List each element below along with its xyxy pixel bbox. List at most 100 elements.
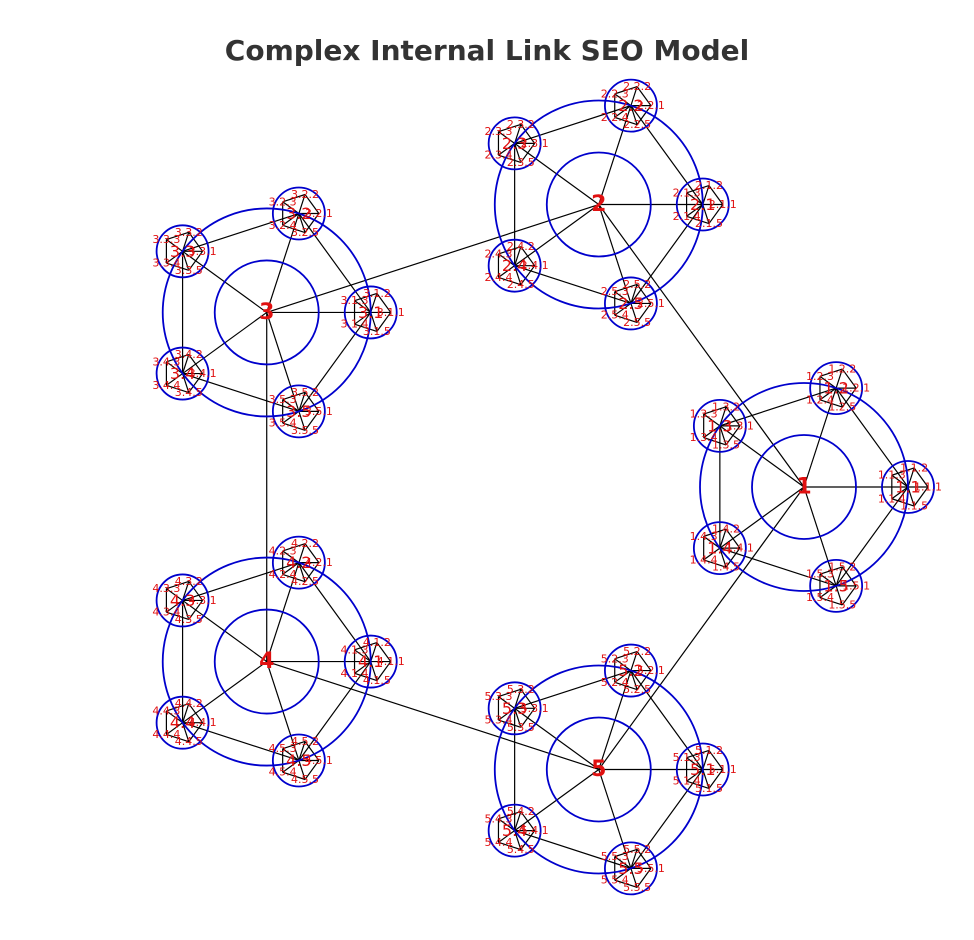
subpage-label: 5.2.2 [623, 645, 651, 658]
page-subpage-edge [182, 232, 190, 252]
page-subpage-edge [835, 387, 843, 408]
page-subpage-edge [182, 354, 190, 374]
subpage-label: 3.3.3 [152, 233, 180, 246]
subpage-label: 2.2.5 [623, 118, 651, 131]
subpage-link-edge [188, 581, 204, 601]
subpage-label: 2.2.4 [601, 111, 629, 124]
subpage-label: 5.2.4 [601, 676, 629, 689]
subpage-label: 3.4.2 [175, 348, 203, 361]
hub-link-edge [266, 203, 599, 313]
subpage-label: 1.1.5 [900, 500, 928, 513]
page-label: 3.2 [286, 204, 311, 223]
page-label: 1.2 [823, 379, 848, 398]
page-subpage-edge [630, 868, 638, 888]
subpage-link-edge [166, 580, 189, 590]
page-link-edge [630, 769, 704, 869]
subpage-label: 2.1.3 [673, 186, 701, 199]
subpage-link-edge [520, 830, 536, 850]
page-subpage-edge [498, 265, 515, 278]
page-subpage-edge [298, 411, 306, 431]
subpage-link-edge [819, 566, 843, 575]
subpage-label: 2.5.3 [601, 285, 629, 298]
subpage-link-edge [304, 562, 320, 583]
page-subpage-edge [702, 204, 710, 224]
page-subpage-edge [354, 300, 372, 313]
subpage-label: 5.4.5 [507, 843, 535, 856]
subpage-link-edge [708, 185, 724, 205]
page-subpage-edge [686, 204, 704, 217]
page-subpage-edge [282, 213, 300, 226]
page-subpage-edge [166, 710, 183, 724]
page-subpage-edge [354, 661, 372, 674]
subpage-label: 4.4.3 [152, 704, 180, 717]
subpage-label: 3.1.2 [363, 287, 391, 300]
hub-label: 5 [591, 757, 606, 782]
page-subpage-edge [182, 600, 190, 620]
subpage-label: 1.2.1 [842, 382, 870, 395]
page-ring [343, 634, 398, 689]
page-subpage-edge [298, 543, 306, 563]
subpage-link-edge [282, 573, 306, 583]
subpage-label: 2.1.4 [673, 210, 701, 223]
subpage-link-edge [725, 425, 741, 446]
page-subpage-edge [166, 588, 183, 601]
subpage-link-edge [304, 543, 320, 564]
page-subpage-edge [282, 410, 300, 424]
page-link-edge [630, 105, 704, 205]
page-subpage-edge [703, 425, 721, 439]
subpage-label: 5.5.3 [601, 850, 629, 863]
subpage-label: 1.2.3 [806, 370, 834, 383]
page-ring [675, 742, 730, 797]
page-subpage-edge [182, 251, 190, 271]
subpage-link-edge [376, 293, 392, 313]
page-ring [809, 559, 864, 613]
page-subpage-edge [498, 696, 515, 709]
subpage-label: 2.3.5 [507, 156, 535, 169]
page-subpage-edge [282, 562, 300, 575]
page-label: 1.4 [707, 539, 732, 558]
subpage-link-edge [636, 651, 652, 671]
subpage-link-edge [188, 600, 204, 620]
page-subpage-edge [514, 708, 522, 728]
subpage-label: 5.5.5 [623, 881, 651, 894]
page-link-edge [514, 105, 632, 144]
subpage-link-edge [498, 841, 522, 851]
subpage-link-edge [376, 312, 392, 332]
subpage-link-edge [725, 547, 741, 568]
subpage-label: 3.4.4 [152, 379, 180, 392]
page-link-edge [298, 661, 372, 761]
hub-outer-ring [493, 664, 704, 875]
subpage-label: 5.5.1 [637, 862, 665, 875]
subpage-link-edge [498, 154, 522, 163]
page-subpage-edge [614, 105, 632, 118]
subpage-link-edge [354, 672, 378, 682]
subpage-label: 4.2.1 [305, 556, 333, 569]
subpage-link-edge [188, 703, 204, 724]
page-subpage-edge [819, 573, 837, 587]
page-link-edge [182, 212, 300, 252]
page-label: 2.3 [502, 134, 527, 153]
page-subpage-edge [298, 562, 306, 582]
subpage-label: 1.3.5 [712, 438, 740, 451]
subpage-link-edge [188, 354, 204, 374]
page-subpage-edge [719, 425, 727, 446]
subpage-link-edge [304, 410, 320, 431]
page-ring [487, 116, 542, 171]
page-ring [604, 643, 658, 698]
subpage-link-edge [188, 722, 204, 743]
subpage-label: 1.1.3 [878, 469, 906, 482]
page-label: 3.5 [286, 402, 311, 421]
subpage-label: 3.3.5 [175, 264, 203, 277]
page-subpage-edge [819, 375, 837, 389]
subpage-link-edge [520, 688, 536, 709]
subpage-link-edge [636, 86, 652, 106]
subpage-link-edge [841, 585, 857, 606]
subpage-label: 4.3.2 [175, 575, 203, 588]
subpage-label: 1.2.4 [806, 393, 834, 406]
page-subpage-edge [630, 105, 638, 125]
subpage-label: 1.5.3 [806, 568, 834, 581]
page-subpage-edge [907, 467, 915, 488]
page-subpage-edge [703, 547, 721, 561]
page-subpage-edge [702, 750, 710, 770]
subpage-label: 3.3.4 [152, 257, 180, 270]
